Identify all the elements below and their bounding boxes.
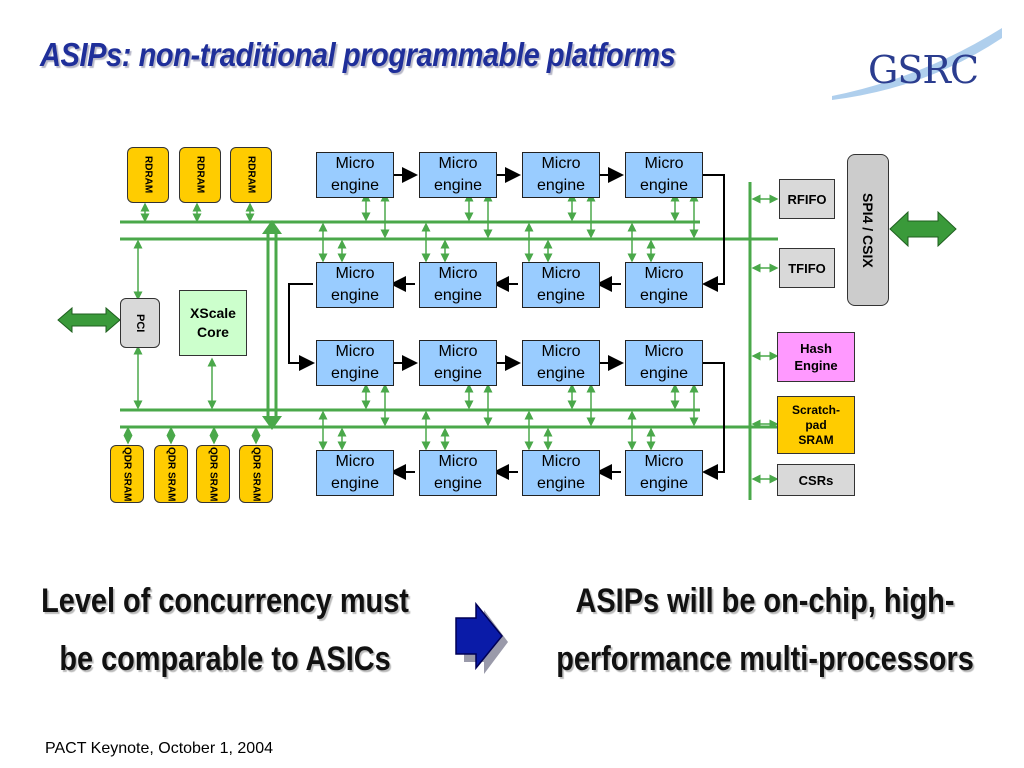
csrs-block: CSRs	[777, 464, 855, 496]
tfifo-block: TFIFO	[779, 248, 835, 288]
slide-title: ASIPs: non-traditional programmable plat…	[40, 36, 676, 73]
external-arrows	[57, 210, 957, 334]
rfifo-block: RFIFO	[779, 179, 835, 219]
conclusion-left: Level of concurrency must be comparable …	[41, 582, 409, 678]
pci-block: PCI	[120, 298, 160, 348]
qdr-sram-3: QDR SRAM	[196, 445, 230, 503]
diagram-wires	[57, 167, 957, 500]
footer: PACT Keynote, October 1, 2004	[45, 740, 273, 757]
rdram-1: RDRAM	[127, 147, 169, 203]
right-arrow-icon	[455, 601, 508, 674]
qdr-sram-2: QDR SRAM	[154, 445, 188, 503]
spi4-csix-block: SPI4 / CSIX	[847, 154, 889, 306]
rdram-3: RDRAM	[230, 147, 272, 203]
qdr-sram-1: QDR SRAM	[110, 445, 144, 503]
gsrc-logo	[832, 28, 1002, 100]
rdram-2: RDRAM	[179, 147, 221, 203]
qdr-sram-4: QDR SRAM	[239, 445, 273, 503]
logo-text: GSRC	[868, 48, 979, 92]
conclusion-right: ASIPs will be on-chip, high- performance…	[556, 582, 974, 678]
